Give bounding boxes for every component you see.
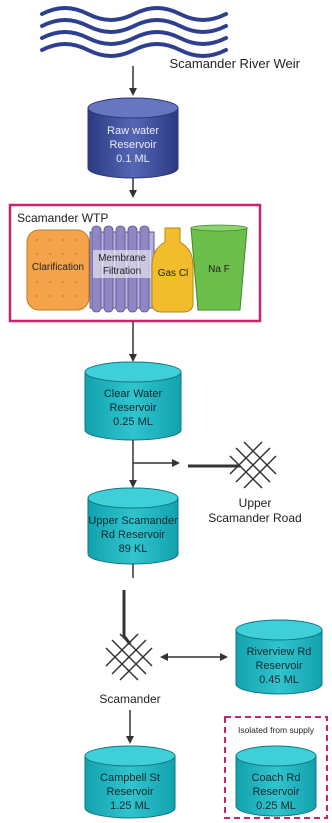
raw-reservoir-line2: Reservoir (109, 139, 156, 151)
isolated-box: Isolated from supply (224, 716, 328, 819)
clear-water-line1: Clear Water (104, 388, 163, 400)
na-f-tank: Na F (190, 224, 248, 311)
raw-reservoir-capacity: 0.1 ML (116, 153, 150, 165)
upper-reservoir-line2: Rd Reservoir (101, 529, 166, 541)
riverview-capacity: 0.45 ML (259, 674, 299, 686)
clear-water-capacity: 0.25 ML (113, 416, 153, 428)
riverview-line2: Reservoir (255, 660, 302, 672)
clear-water-reservoir: Clear Water Reservoir 0.25 ML (84, 361, 182, 441)
upper-reservoir-capacity: 89 KL (119, 543, 148, 555)
raw-reservoir-line1: Raw water (107, 125, 159, 137)
campbell-reservoir: Campbell St Reservoir 1.25 ML (84, 745, 176, 819)
membrane-label-line2: Filtration (103, 266, 141, 277)
scamander-label: Scamander (99, 692, 160, 706)
source-label: Scamander River Weir (169, 56, 300, 71)
campbell-line1: Campbell St (100, 772, 160, 784)
gas-cl-label: Gas Cl (158, 268, 189, 279)
isolated-label: Isolated from supply (238, 725, 315, 735)
membrane-filtration-unit: Membrane Filtration (89, 225, 155, 313)
coach-line2: Reservoir (252, 786, 299, 798)
raw-water-reservoir: Raw water Reservoir 0.1 ML (87, 97, 179, 179)
upper-reservoir-line1: Upper Scamander (88, 515, 178, 527)
wtp-box: Scamander WTP Clarification Mem (8, 203, 262, 323)
membrane-label-line1: Membrane (98, 253, 146, 264)
upper-road-line1: Upper (239, 496, 272, 510)
campbell-line2: Reservoir (106, 786, 153, 798)
gas-cl-cylinder: Gas Cl (151, 227, 194, 313)
river-waves-icon (40, 6, 228, 58)
upper-road-network-icon (188, 441, 277, 489)
clarification-label: Clarification (32, 262, 84, 273)
riverview-reservoir: Riverview Rd Reservoir 0.45 ML (235, 619, 323, 695)
campbell-capacity: 1.25 ML (110, 800, 150, 812)
upper-scamander-reservoir: Upper Scamander Rd Reservoir 89 KL (87, 487, 179, 565)
riverview-line1: Riverview Rd (247, 646, 312, 658)
clear-water-line2: Reservoir (109, 402, 156, 414)
scamander-network-icon (105, 633, 153, 681)
wtp-title: Scamander WTP (17, 211, 108, 225)
na-f-label: Na F (208, 264, 230, 275)
coach-line1: Coach Rd (252, 772, 301, 784)
upper-road-line2: Scamander Road (208, 511, 301, 525)
clarification-tank: Clarification (26, 229, 90, 311)
coach-reservoir: Coach Rd Reservoir 0.25 ML (235, 745, 317, 817)
coach-capacity: 0.25 ML (256, 800, 296, 812)
